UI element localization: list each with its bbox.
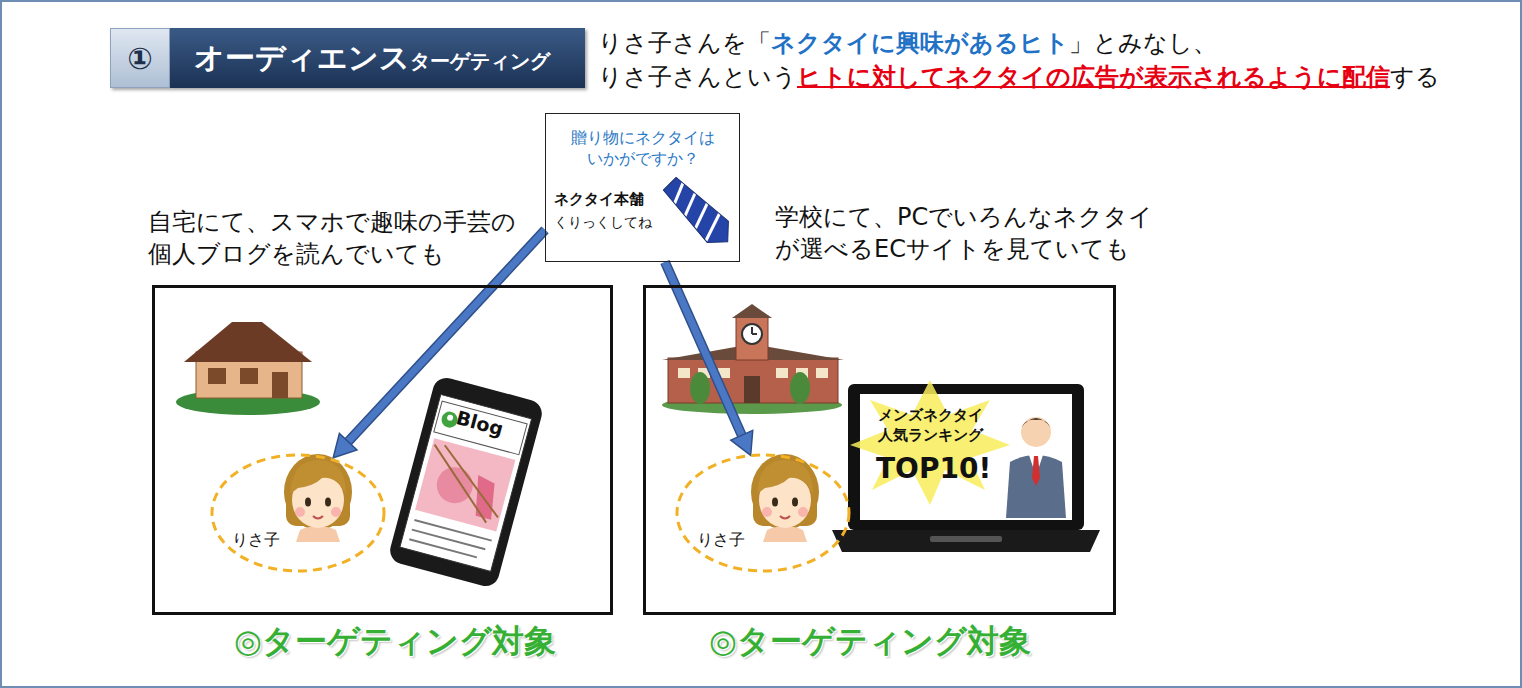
tie-icon xyxy=(659,173,738,252)
target-ellipse: りさ子 xyxy=(675,453,851,573)
header-text: りさ子さんという xyxy=(598,63,797,91)
dashed-ellipse xyxy=(675,453,851,573)
laptop-icon xyxy=(850,380,1010,505)
target-ellipse-text: りさ子 xyxy=(697,529,1117,551)
number-badge-text: ① xyxy=(127,41,152,76)
tie-icon xyxy=(667,181,691,205)
laptop-icon xyxy=(1032,456,1040,486)
ad-box-text: 贈り物にネクタイは いかがですか？ xyxy=(568,128,718,170)
header-text: りさ子さんを「 xyxy=(598,29,771,57)
school-icon xyxy=(744,376,760,403)
arrow-connector xyxy=(665,262,753,455)
phone-icon xyxy=(387,375,545,589)
phone-icon xyxy=(446,414,453,421)
arrow-head xyxy=(333,434,357,458)
phone-icon xyxy=(468,475,502,520)
header-text: する xyxy=(1390,63,1440,91)
target-ellipse-text: りさ子 xyxy=(232,529,652,551)
school-icon xyxy=(736,316,768,360)
phone-icon xyxy=(409,539,477,557)
title-banner-text: オーディエンス xyxy=(194,38,410,79)
number-badge: ① xyxy=(110,28,170,88)
ad-box-text: ネクタイ本舗 xyxy=(554,190,644,209)
title-banner-text: ターゲティング xyxy=(410,48,550,75)
phone-icon xyxy=(412,530,485,550)
scene-panel: 学校にて、PCでいろんなネクタイ が選べるECサイトを見ていてもりさ子 xyxy=(643,285,1116,615)
arrow-head xyxy=(731,430,753,455)
tie-icon xyxy=(659,173,738,252)
header-emphasis: ヒトに対してネクタイの広告が表示されるように配信 xyxy=(797,63,1390,91)
house-icon xyxy=(176,322,320,415)
person-icon xyxy=(284,454,352,542)
header-text: 」とみなし、 xyxy=(1069,29,1217,57)
target-mark: ◎ターゲティング対象 xyxy=(230,620,560,664)
phone-icon xyxy=(433,463,477,507)
laptop-icon xyxy=(832,380,1100,552)
phone-icon xyxy=(387,375,545,589)
header-emphasis: ネクタイに興味があるヒト xyxy=(771,29,1069,57)
phone-icon xyxy=(430,445,512,517)
school-icon xyxy=(790,372,810,404)
scene-panel: 自宅にて、スマホで趣味の手芸の 個人ブログを読んでいてもりさ子 xyxy=(152,285,613,615)
house-icon xyxy=(208,368,226,384)
phone-icon xyxy=(400,394,532,571)
target-mark: ◎ターゲティング対象 xyxy=(705,620,1035,664)
tie-icon xyxy=(659,173,738,252)
school-icon xyxy=(752,333,757,335)
target-ellipse: りさ子 xyxy=(210,453,386,573)
house-icon xyxy=(272,372,288,398)
header-text: りさ子さんを「ネクタイに興味があるヒト」とみなし、りさ子さんというヒトに対してネ… xyxy=(598,26,1440,94)
laptop-icon xyxy=(1021,418,1051,428)
laptop-icon xyxy=(860,394,1072,520)
house-icon xyxy=(240,368,258,384)
tie-icon xyxy=(677,191,702,216)
person-icon xyxy=(751,454,819,542)
scene-caption: 自宅にて、スマホで趣味の手芸の 個人ブログを読んでいても xyxy=(148,206,568,271)
header-line: りさ子さんというヒトに対してネクタイの広告が表示されるように配信する xyxy=(598,60,1440,94)
dashed-ellipse xyxy=(677,455,849,571)
laptop-icon xyxy=(930,536,1002,542)
school-icon xyxy=(668,358,838,403)
phone-icon xyxy=(414,520,491,541)
header-line: りさ子さんを「ネクタイに興味があるヒト」とみなし、 xyxy=(598,26,1440,60)
screen-text: メンズネクタイ 人気ランキング xyxy=(878,406,1003,445)
house-icon xyxy=(184,322,312,362)
title-banner: オーディエンスターゲティング xyxy=(170,28,585,88)
laptop-icon xyxy=(832,530,1100,552)
ad-box: 贈り物にネクタイは いかがですか？ ネクタイ本舗くりっくしてね xyxy=(545,113,740,262)
phone-icon xyxy=(419,445,503,523)
school-icon xyxy=(742,324,762,344)
laptop-icon xyxy=(1021,417,1051,447)
school-icon xyxy=(816,368,828,378)
dashed-ellipse xyxy=(210,453,386,573)
dashed-ellipse xyxy=(212,455,384,571)
screen-text: TOP10! xyxy=(876,452,991,485)
school-icon xyxy=(690,372,710,404)
scene-caption: 学校にて、PCでいろんなネクタイ が選べるECサイトを見ていても xyxy=(775,201,1195,266)
phone-icon xyxy=(415,438,515,531)
school-icon xyxy=(732,304,772,318)
school-icon xyxy=(678,368,690,378)
ad-box-text: くりっくしてね xyxy=(554,214,652,232)
school-icon xyxy=(751,327,753,334)
laptop-icon xyxy=(1006,455,1066,518)
school-icon xyxy=(776,368,788,378)
